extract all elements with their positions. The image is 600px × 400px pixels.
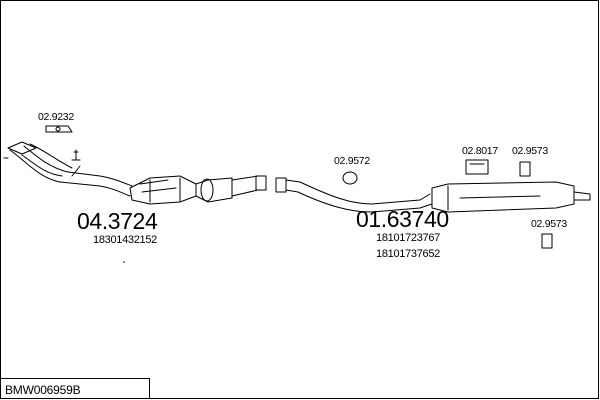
part-number-front: 04.3724 xyxy=(77,208,158,234)
clamp-rear-part xyxy=(465,159,489,175)
gasket-front-part xyxy=(45,125,73,133)
rear-silencer xyxy=(431,181,591,213)
clamp-rear-label: 02.8017 xyxy=(462,145,498,157)
oe-number-front: 18301432152 xyxy=(93,234,157,246)
ring-mid-label: 02.9572 xyxy=(334,155,370,167)
oe-number-rear-2: 18101737652 xyxy=(376,248,440,260)
middle-pipe xyxy=(275,177,433,213)
front-silencer xyxy=(195,175,267,203)
title-box: BMW006959B xyxy=(0,378,150,399)
catalytic-converter xyxy=(129,175,197,205)
front-pipe xyxy=(59,165,133,197)
oe-number-rear-1: 18101723767 xyxy=(376,232,440,244)
diagram-title: BMW006959B xyxy=(5,383,81,397)
gasket-front-label: 02.9232 xyxy=(38,111,74,123)
hanger-rear-top-label: 02.9573 xyxy=(512,145,548,157)
part-number-rear: 01.63740 xyxy=(356,206,449,232)
ring-mid-part xyxy=(342,171,358,185)
hanger-rear-bottom-label: 02.9573 xyxy=(531,218,567,230)
hanger-rear-bottom-part xyxy=(541,233,553,249)
bolt-front-part xyxy=(71,149,81,161)
hanger-rear-top-part xyxy=(519,161,531,177)
front-flange xyxy=(3,141,73,183)
